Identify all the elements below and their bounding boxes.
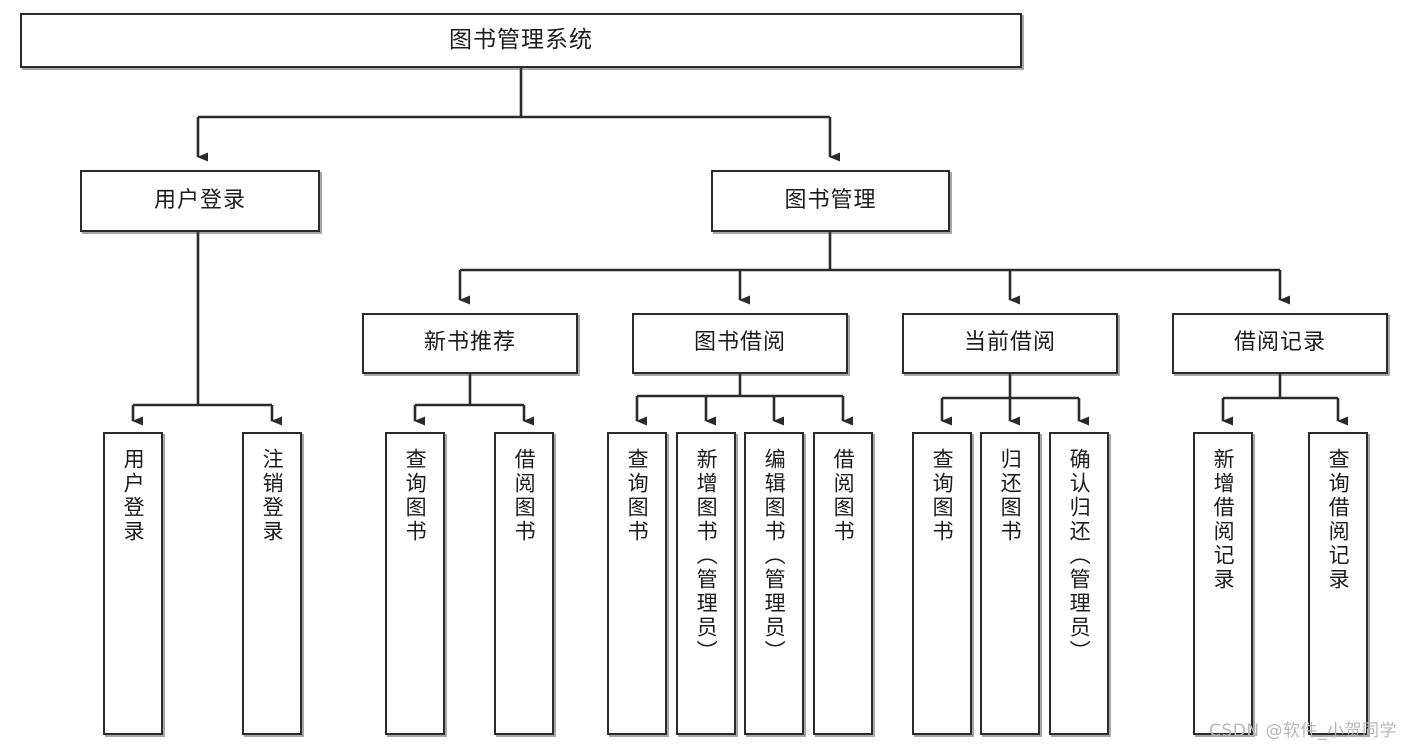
- node-root[interactable]: 图书管理系统: [20, 13, 1022, 68]
- node-leaf-logout-label: 注销登录: [260, 448, 285, 544]
- node-leaf-logout[interactable]: 注销登录: [242, 432, 302, 735]
- node-leaf-query-book-1[interactable]: 查询图书: [385, 432, 445, 735]
- node-user-login-label: 用户登录: [153, 187, 246, 213]
- node-leaf-borrow-book-1[interactable]: 借阅图书: [494, 432, 554, 735]
- node-leaf-borrow-book-2-label: 借阅图书: [831, 448, 856, 544]
- node-leaf-confirm-return[interactable]: 确认归还（管理员）: [1049, 432, 1109, 735]
- node-leaf-confirm-return-label: 确认归还（管理员）: [1067, 448, 1092, 664]
- node-user-login[interactable]: 用户登录: [80, 170, 320, 232]
- node-leaf-user-login[interactable]: 用户登录: [103, 432, 163, 735]
- node-leaf-return-book-label: 归还图书: [998, 448, 1023, 544]
- node-leaf-add-record-label: 新增借阅记录: [1211, 448, 1236, 592]
- node-leaf-query-record[interactable]: 查询借阅记录: [1308, 432, 1368, 735]
- node-borrow-record[interactable]: 借阅记录: [1172, 313, 1388, 374]
- node-leaf-query-book-3-label: 查询图书: [930, 448, 955, 544]
- node-leaf-query-book-3[interactable]: 查询图书: [912, 432, 972, 735]
- node-leaf-edit-book-label: 编辑图书（管理员）: [762, 448, 787, 664]
- node-leaf-edit-book[interactable]: 编辑图书（管理员）: [744, 432, 804, 735]
- node-leaf-query-record-label: 查询借阅记录: [1326, 448, 1351, 592]
- node-leaf-borrow-book-1-label: 借阅图书: [512, 448, 537, 544]
- node-leaf-add-book[interactable]: 新增图书（管理员）: [676, 432, 736, 735]
- node-book-manage-label: 图书管理: [784, 187, 877, 213]
- node-leaf-borrow-book-2[interactable]: 借阅图书: [813, 432, 873, 735]
- node-current-borrow-label: 当前借阅: [963, 330, 1056, 356]
- node-book-borrow-label: 图书借阅: [693, 330, 786, 356]
- node-leaf-add-book-label: 新增图书（管理员）: [694, 448, 719, 664]
- node-borrow-record-label: 借阅记录: [1233, 330, 1326, 356]
- node-leaf-add-record[interactable]: 新增借阅记录: [1193, 432, 1253, 735]
- node-leaf-user-login-label: 用户登录: [121, 448, 146, 544]
- node-book-manage[interactable]: 图书管理: [711, 170, 950, 232]
- node-leaf-query-book-1-label: 查询图书: [403, 448, 428, 544]
- node-new-book-rec[interactable]: 新书推荐: [362, 313, 578, 374]
- node-book-borrow[interactable]: 图书借阅: [632, 313, 848, 374]
- node-leaf-return-book[interactable]: 归还图书: [980, 432, 1040, 735]
- watermark: CSDN @软件_小贺同学: [1209, 721, 1397, 741]
- node-root-label: 图书管理系统: [449, 26, 593, 53]
- node-leaf-query-book-2[interactable]: 查询图书: [607, 432, 667, 735]
- node-current-borrow[interactable]: 当前借阅: [902, 313, 1118, 374]
- node-new-book-rec-label: 新书推荐: [423, 330, 516, 356]
- node-leaf-query-book-2-label: 查询图书: [625, 448, 650, 544]
